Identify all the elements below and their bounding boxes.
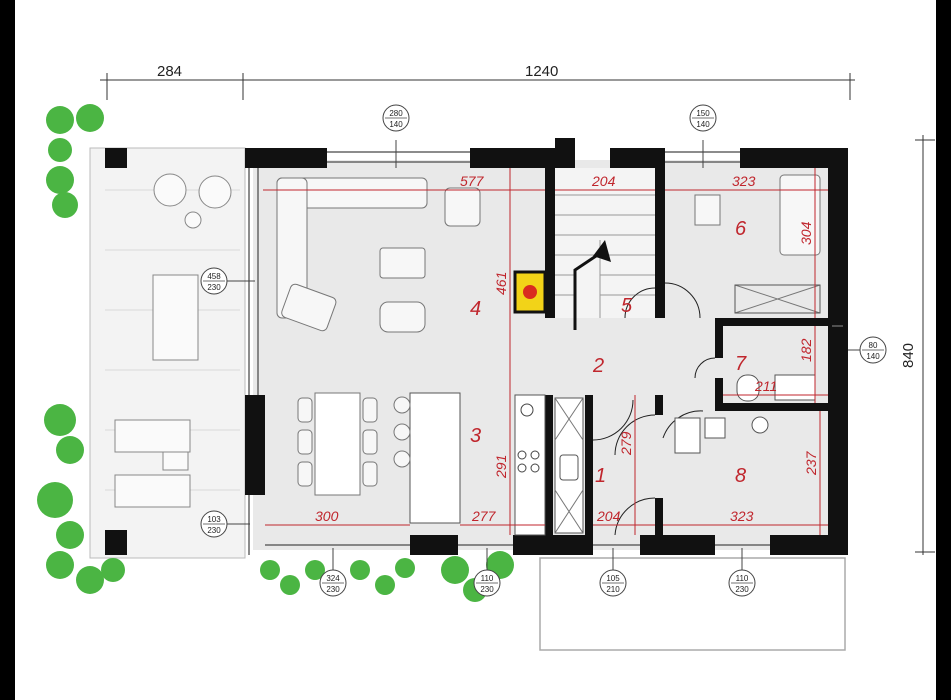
room-number-5: 5 [621, 295, 633, 317]
room7-depth-dimension: 182 [798, 338, 814, 362]
room-number-2: 2 [592, 355, 604, 377]
window-tag-4-top: 80 [869, 341, 878, 350]
house-depth-dimension: 840 [900, 343, 917, 368]
living-width-dimension: 577 [460, 173, 485, 189]
window-tag-8-top: 105 [606, 574, 620, 583]
window-tag-9-bottom: 230 [735, 585, 749, 594]
window-tag-3-bottom: 230 [207, 283, 221, 292]
kitchen-counter [514, 394, 546, 536]
window-tag-6-top: 324 [326, 574, 340, 583]
window-tag-3-top: 458 [207, 272, 221, 281]
room-number-3: 3 [470, 425, 481, 447]
room8-depth-dimension: 237 [803, 450, 819, 476]
kitchen-island [409, 392, 461, 524]
room-number-6: 6 [735, 218, 747, 240]
red-dimension-lines [263, 168, 828, 535]
hall-depth-dimension: 279 [618, 431, 634, 456]
door-swings [592, 282, 716, 536]
stair-arrow-head [593, 240, 611, 262]
room8-width-dimension: 323 [730, 508, 754, 524]
room-number-4: 4 [470, 298, 481, 320]
fireplace-flame-icon [523, 285, 537, 299]
terrace-furniture [114, 173, 232, 508]
window-tag-1-bottom: 140 [389, 120, 403, 129]
window-tag-2-top: 150 [696, 109, 710, 118]
house-width-dimension: 1240 [525, 63, 558, 80]
window-tag-1-top: 280 [389, 109, 403, 118]
utility-cabinet [734, 284, 821, 314]
window-tag-7-top: 110 [481, 574, 494, 583]
entry-width-dimension: 204 [596, 508, 621, 524]
window-tag-4-bottom: 140 [866, 352, 880, 361]
cooktop [517, 403, 540, 473]
window-tag-5-top: 103 [207, 515, 221, 524]
room-number-7: 7 [735, 353, 747, 375]
bottom-terrace-outline [539, 557, 846, 651]
floor-plan-sheet: 284 1240 840 577 204 323 304 461 182 211… [15, 0, 936, 700]
window-tag-leaders [227, 140, 860, 570]
window-tag-6-bottom: 230 [326, 585, 340, 594]
bathroom-fixtures [674, 374, 816, 454]
window-tag-2-bottom: 140 [696, 120, 710, 129]
living-depth-dimension: 461 [493, 272, 509, 295]
kitchen-depth-dimension: 291 [493, 455, 509, 479]
window-tag-8-bottom: 210 [606, 585, 620, 594]
overall-dimension-lines [100, 73, 935, 555]
walls [105, 138, 848, 555]
room-number-8: 8 [735, 465, 746, 487]
kitchen-sink [559, 454, 579, 481]
window-tag-dividers [203, 117, 884, 584]
terrace-width-dimension: 284 [157, 63, 182, 80]
kitchen-width-dimension: 277 [471, 508, 497, 524]
floor-plan-drawing: 284 1240 840 577 204 323 304 461 182 211… [37, 63, 935, 651]
room6-width-dimension: 323 [732, 173, 756, 189]
room-number-1: 1 [595, 465, 606, 487]
room7-width-dimension: 211 [754, 378, 777, 394]
window-tag-5-bottom: 230 [207, 526, 221, 535]
room6-furniture [694, 174, 821, 256]
dining-set [297, 392, 411, 496]
window-tag-9-top: 110 [736, 574, 749, 583]
window-tag-7-bottom: 230 [480, 585, 494, 594]
stair-width-dimension: 204 [591, 173, 616, 189]
dining-width-dimension: 300 [315, 508, 339, 524]
room6-depth-dimension: 304 [798, 221, 814, 245]
sectional-sofa [276, 177, 481, 333]
